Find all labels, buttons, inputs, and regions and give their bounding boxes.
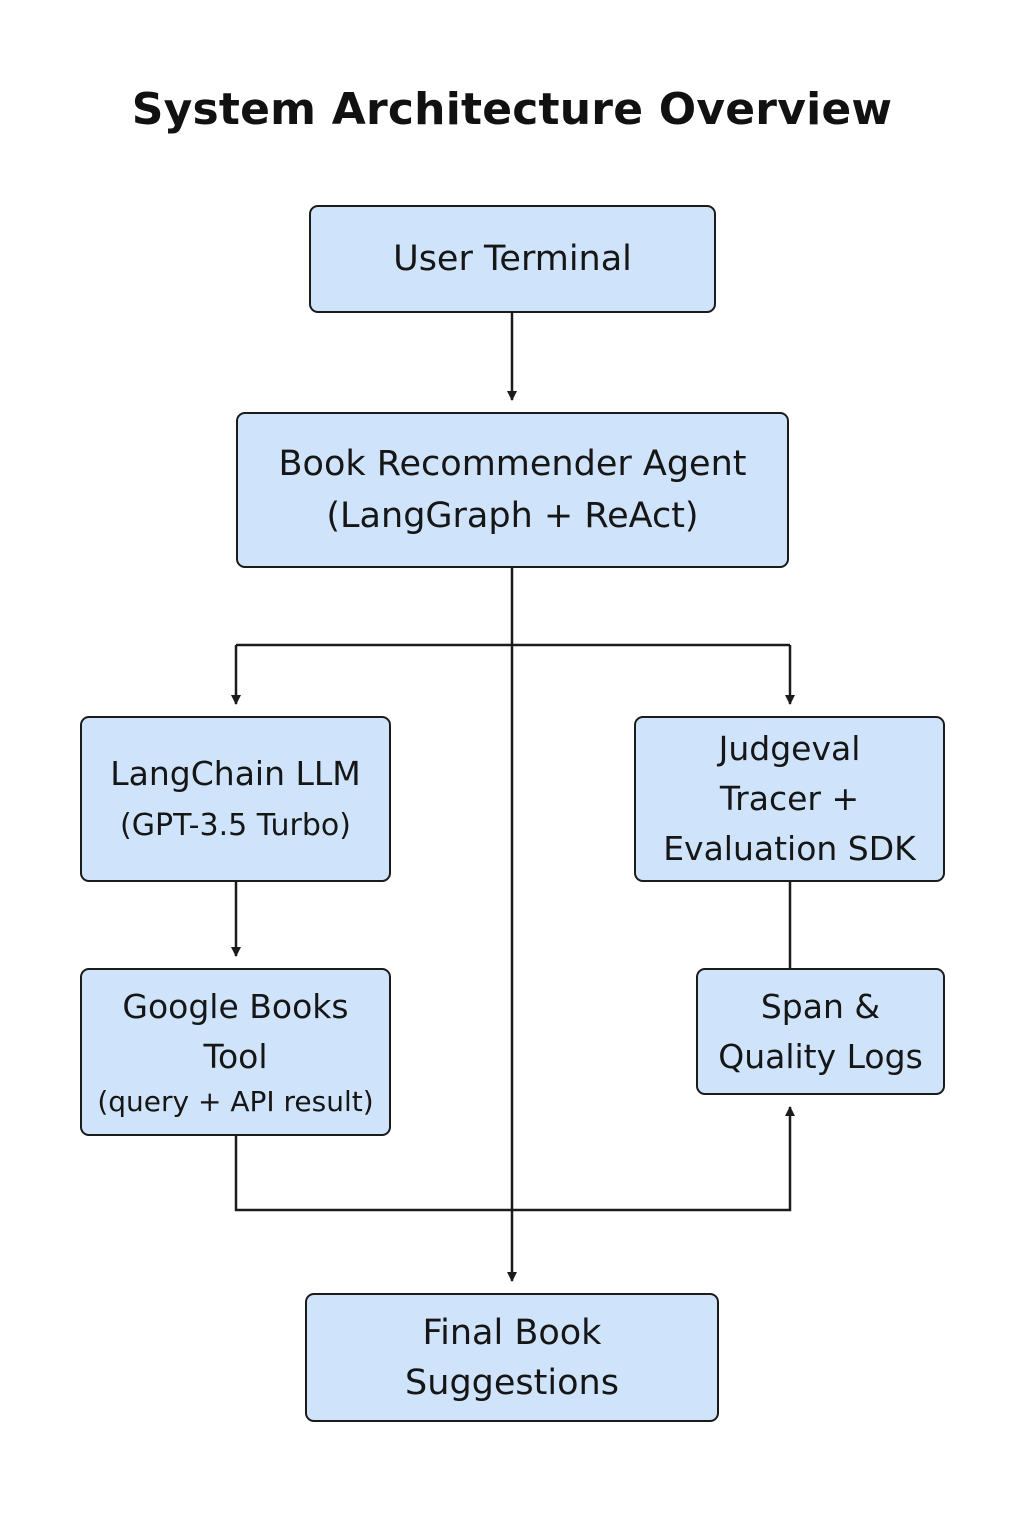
langchain-llm-node: LangChain LLM (GPT-3.5 Turbo) xyxy=(80,716,391,882)
final-label-line2: Suggestions xyxy=(405,1362,619,1403)
google-books-label-line2: Tool xyxy=(203,1037,268,1076)
judgeval-label-line3: Evaluation SDK xyxy=(663,829,916,868)
llm-sublabel: (GPT-3.5 Turbo) xyxy=(120,808,351,843)
final-book-suggestions-node: Final Book Suggestions xyxy=(305,1293,719,1422)
google-books-sublabel: (query + API result) xyxy=(97,1085,374,1118)
judgeval-label-line1: Judgeval xyxy=(718,729,861,768)
book-recommender-agent-node: Book Recommender Agent (LangGraph + ReAc… xyxy=(236,412,789,568)
judgeval-label-line2: Tracer + xyxy=(719,779,860,818)
agent-sublabel: (LangGraph + ReAct) xyxy=(326,496,699,536)
user-terminal-node: User Terminal xyxy=(309,205,716,313)
judgeval-node: Judgeval Tracer + Evaluation SDK xyxy=(634,716,945,882)
span-quality-logs-node: Span & Quality Logs xyxy=(696,968,945,1095)
logs-label-line2: Quality Logs xyxy=(718,1036,923,1076)
llm-label: LangChain LLM xyxy=(110,754,361,793)
google-books-label-line1: Google Books xyxy=(122,987,349,1026)
user-terminal-label: User Terminal xyxy=(393,239,632,279)
google-books-tool-node: Google Books Tool (query + API result) xyxy=(80,968,391,1136)
arrow-google-books-to-logs xyxy=(234,1106,795,1212)
logs-label-line1: Span & xyxy=(760,986,881,1026)
agent-label: Book Recommender Agent xyxy=(278,444,747,484)
diagram-title: System Architecture Overview xyxy=(131,84,893,135)
final-label-line1: Final Book xyxy=(422,1312,602,1353)
